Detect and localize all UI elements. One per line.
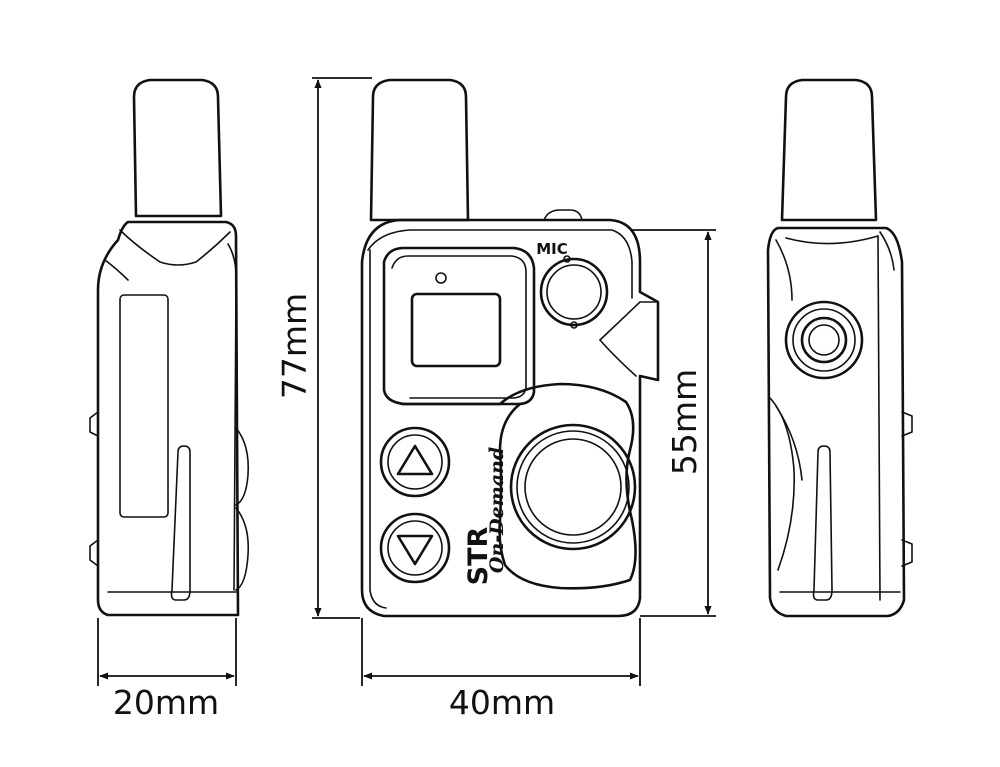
dim-label-40mm: 40mm [449,683,555,722]
left-clip-plate [119,294,169,518]
left-side-view [89,78,250,617]
dim-depth-side: 20mm [97,618,237,722]
volume-down-button[interactable] [379,512,451,584]
front-body-outline [360,218,660,618]
volume-up-button[interactable] [379,426,451,498]
right-side-view [766,78,913,618]
triangle-down-icon [396,534,434,566]
right-belt-clip [812,445,833,601]
left-body-outline [96,220,240,617]
status-led [435,272,447,284]
dim-label-77mm: 77mm [275,293,314,399]
front-view: MIC STR On-Demand [360,78,660,618]
ptt-recess [400,382,637,590]
brand-sub: On-Demand [486,447,508,573]
brand-main: STR [463,526,494,585]
right-body-outline [766,226,906,618]
display-screen [410,292,502,368]
triangle-up-icon [396,444,434,476]
dim-label-20mm: 20mm [113,683,219,722]
microphone [539,257,609,327]
dim-width-front: 40mm [361,618,641,722]
mic-label: MIC [536,240,568,258]
display-frame [382,246,536,406]
right-antenna [780,78,878,222]
ptt-button[interactable] [509,423,637,551]
accessory-jack [784,300,864,380]
left-antenna [132,78,223,218]
front-antenna [369,78,470,222]
dim-height-total: 77mm [275,77,372,619]
dim-height-body: 55mm [630,229,716,617]
dim-label-55mm: 55mm [665,369,704,475]
left-belt-clip [170,445,191,601]
